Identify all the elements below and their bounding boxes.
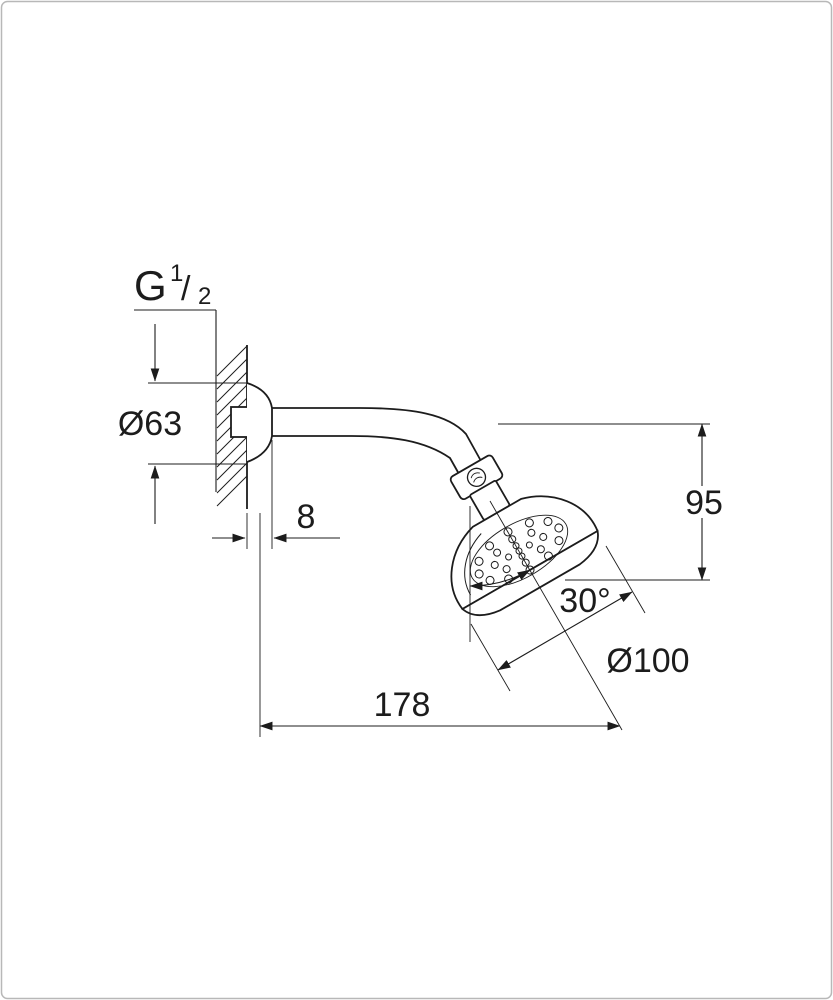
shower-arm	[272, 407, 482, 475]
thread-label-prefix: G	[134, 262, 167, 309]
thread-nipple	[230, 406, 249, 438]
thread-label-numerator: 1	[170, 260, 183, 287]
brand-emblem-waves-icon	[470, 472, 483, 483]
flange-depth-label: 8	[297, 498, 316, 536]
reach-label: 178	[374, 686, 431, 724]
mounting-flange	[230, 382, 273, 463]
flange-diameter-label: Ø63	[118, 405, 182, 443]
arm-top-edge	[272, 407, 482, 462]
angle-arc	[469, 569, 531, 591]
wall-hatching-icon	[216, 345, 248, 507]
angle-label: 30°	[559, 582, 610, 620]
dimension-reach: 178	[259, 513, 621, 737]
head-dim-extension-right	[605, 545, 646, 614]
dimension-flange-diameter: Ø63	[118, 324, 246, 524]
thread-label-denominator: 2	[198, 283, 211, 310]
flange-profile	[246, 382, 273, 463]
dimension-flange-depth: 8	[212, 440, 340, 549]
height-label-mask	[680, 486, 728, 518]
thread-label-slash: /	[181, 270, 191, 308]
head-diameter-label: Ø100	[606, 642, 689, 680]
head-dim-extension-left	[470, 623, 511, 692]
dimension-thread: G 1 / 2	[134, 260, 216, 311]
arm-bottom-edge	[272, 435, 460, 475]
height-label: 95	[685, 484, 723, 522]
head-dome-detail-line	[464, 533, 482, 596]
dimension-height: 95	[498, 423, 728, 581]
head-dim-line	[497, 591, 633, 671]
dimension-head-diameter: Ø100	[470, 545, 690, 692]
brand-emblem-icon	[466, 467, 487, 487]
